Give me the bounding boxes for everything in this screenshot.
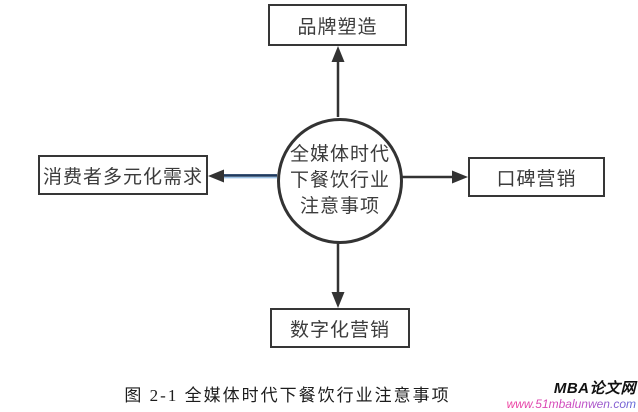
center-topic-line: 下餐饮行业 (289, 170, 390, 191)
center-topic-line: 注意事项 (299, 196, 380, 217)
arrow-left-connector (208, 169, 277, 183)
node-brand-box: 品牌塑造 (268, 4, 407, 46)
node-digital-marketing-label: 数字化营销 (289, 319, 390, 341)
node-word-of-mouth-box: 口碑营销 (468, 157, 605, 197)
center-topic-circle: 全媒体时代 下餐饮行业 注意事项 (277, 118, 403, 244)
watermark: MBA论文网 www.51mbalunwen.com (507, 381, 636, 411)
watermark-site-name: MBA论文网 (553, 380, 636, 398)
arrow-right-connector (402, 170, 468, 184)
arrow-up-connector (331, 46, 345, 117)
node-consumer-demand-box: 消费者多元化需求 (38, 155, 208, 195)
watermark-site-url: www.51mbalunwen.com (506, 396, 636, 411)
center-topic-line: 全媒体时代 (289, 144, 390, 165)
arrow-down-connector (331, 243, 345, 308)
node-digital-marketing-box: 数字化营销 (270, 308, 410, 348)
node-brand-label: 品牌塑造 (297, 16, 378, 38)
node-consumer-demand-label: 消费者多元化需求 (42, 166, 203, 188)
figure-caption: 图 2-1 全媒体时代下餐饮行业注意事项 (124, 386, 451, 405)
node-word-of-mouth-label: 口碑营销 (496, 168, 577, 190)
